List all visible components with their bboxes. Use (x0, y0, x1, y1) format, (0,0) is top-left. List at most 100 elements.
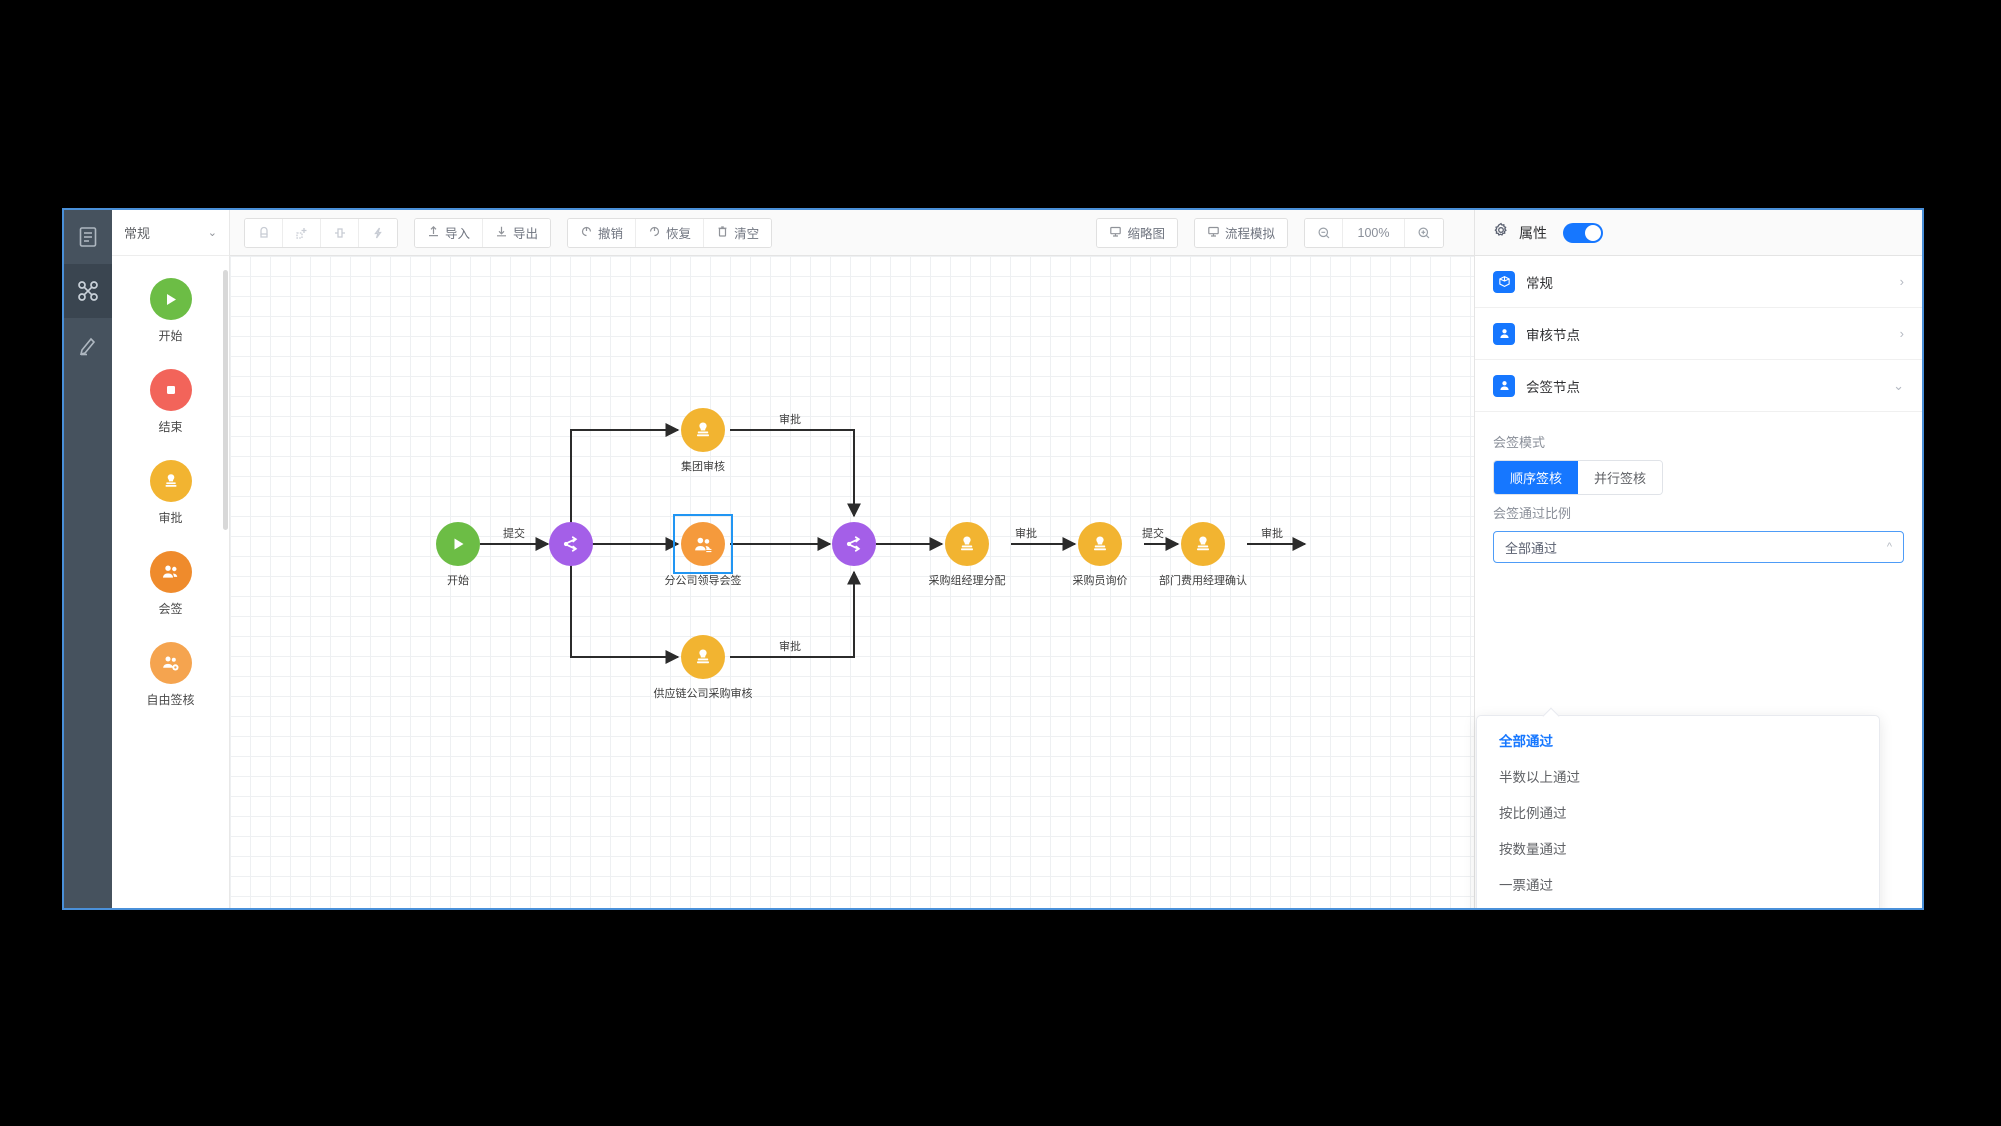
thumbnail-icon (1109, 225, 1122, 241)
countersign-ratio-value: 全部通过 (1505, 540, 1558, 556)
properties-toggle[interactable] (1563, 222, 1603, 243)
palette-item-label: 自由签核 (146, 693, 195, 707)
trash-icon (716, 225, 729, 241)
palette-item-label: 结束 (158, 420, 183, 434)
flow-node-caption: 供应链公司采购审核 (653, 688, 753, 700)
toolbar-group-simulate: 流程模拟 (1193, 217, 1288, 248)
box-icon (1493, 270, 1515, 293)
flow-node-buyer-quote[interactable] (1078, 522, 1122, 566)
chevron-up-icon: ^ (1886, 541, 1892, 553)
undo-label: 撤销 (598, 227, 624, 241)
dropdown-option-single-veto: 一票否决 (1477, 902, 1879, 908)
add-node-icon[interactable] (283, 218, 321, 247)
simulate-icon (1207, 225, 1220, 241)
flow-node-gateway-1[interactable] (549, 522, 593, 566)
flow-node-group-review[interactable] (681, 408, 725, 452)
flow-node-supply-review[interactable] (681, 635, 725, 679)
toolbar-group-io: 导入 导出 (414, 217, 552, 248)
clear-label: 清空 (734, 227, 760, 241)
person-icon (1493, 322, 1515, 345)
dropdown-option-majority-pass[interactable]: 半数以上通过 (1499, 770, 1580, 785)
node-palette: 常规 ⌄ 开始 结束 (112, 210, 230, 908)
edge-label: 审批 (779, 641, 801, 653)
section-countersign-node[interactable]: 会签节点 ⌄ (1475, 360, 1922, 412)
flow-node-caption: 集团审核 (681, 461, 725, 473)
section-label: 审核节点 (1526, 327, 1580, 343)
simulate-label: 流程模拟 (1224, 227, 1275, 241)
flow-node-dept-cost-confirm[interactable] (1181, 522, 1225, 566)
group-icon (149, 551, 192, 593)
import-label: 导入 (445, 227, 471, 241)
flow-node-caption: 分公司领导会签 (664, 575, 742, 587)
mode-option-sequential[interactable]: 顺序签核 (1494, 461, 1579, 494)
clear-button[interactable]: 清空 (704, 218, 772, 247)
toolbar-right-section: 缩略图 流程模拟 (1096, 217, 1460, 248)
left-icon-rail (64, 210, 112, 908)
form-icon[interactable] (64, 210, 112, 264)
palette-group-label: 常规 (124, 226, 151, 241)
thumbnail-button[interactable]: 缩略图 (1097, 218, 1177, 247)
palette-item-list: 开始 结束 审批 (112, 256, 229, 908)
countersign-ratio-dropdown: 全部通过 半数以上通过 按比例通过 按数量通过 一票通过 一票否决 (1476, 715, 1880, 908)
stamp-icon (149, 460, 192, 502)
import-button[interactable]: 导入 (415, 218, 484, 247)
flow-nodes-icon[interactable] (64, 264, 112, 318)
redo-label: 恢复 (666, 227, 692, 241)
undo-icon (580, 225, 593, 241)
gear-icon (1493, 222, 1509, 243)
toolbar-group-tools (244, 217, 398, 248)
dropdown-option-count-pass[interactable]: 按数量通过 (1499, 842, 1567, 857)
section-general[interactable]: 常规 › (1475, 256, 1922, 308)
palette-item-label: 开始 (158, 329, 183, 343)
palette-item-free-sign[interactable]: 自由签核 (112, 642, 229, 708)
group-gear-icon (149, 642, 192, 684)
simulate-button[interactable]: 流程模拟 (1194, 218, 1287, 247)
flow-node-branch-countersign[interactable] (681, 522, 725, 566)
palette-item-start[interactable]: 开始 (112, 278, 229, 344)
dropdown-option-ratio-pass[interactable]: 按比例通过 (1499, 806, 1567, 821)
chevron-right-icon: › (1899, 274, 1904, 289)
zoom-out-icon[interactable] (1305, 218, 1343, 247)
zoom-in-icon[interactable] (1405, 218, 1443, 247)
countersign-ratio-select[interactable]: 全部通过 ^ (1493, 531, 1904, 563)
flow-node-start[interactable] (436, 522, 480, 566)
export-button[interactable]: 导出 (483, 218, 551, 247)
redo-icon (648, 225, 661, 241)
pointer-icon[interactable] (245, 218, 283, 247)
palette-item-label: 会签 (158, 602, 183, 616)
export-label: 导出 (513, 227, 539, 241)
export-icon (495, 225, 508, 241)
stop-icon (149, 369, 192, 411)
countersign-mode-segmented: 顺序签核 并行签核 (1493, 460, 1664, 495)
toolbar-group-thumbnail: 缩略图 (1096, 217, 1178, 248)
chevron-down-icon: ⌄ (207, 227, 217, 239)
flow-node-caption: 开始 (447, 575, 469, 587)
redo-button[interactable]: 恢复 (636, 218, 705, 247)
lightning-icon[interactable] (359, 218, 397, 247)
dropdown-option-single-pass[interactable]: 一票通过 (1499, 878, 1553, 893)
flow-node-caption: 部门费用经理确认 (1159, 575, 1247, 587)
section-review-node[interactable]: 审核节点 › (1475, 308, 1922, 360)
align-icon[interactable] (321, 218, 359, 247)
flow-canvas[interactable]: 开始 集团审核 (230, 256, 1474, 908)
undo-button[interactable]: 撤销 (568, 218, 637, 247)
edge-label: 提交 (503, 528, 525, 540)
chevron-right-icon: › (1899, 326, 1904, 341)
flow-node-purchase-manager[interactable] (945, 522, 989, 566)
mode-option-parallel[interactable]: 并行签核 (1578, 461, 1663, 494)
palette-item-end[interactable]: 结束 (112, 369, 229, 435)
countersign-mode-label: 会签模式 (1493, 435, 1546, 450)
play-icon (149, 278, 192, 320)
palette-scrollbar[interactable] (223, 270, 228, 530)
palette-item-approve[interactable]: 审批 (112, 460, 229, 526)
pen-icon[interactable] (64, 318, 112, 372)
edge-label: 提交 (1142, 528, 1164, 540)
palette-item-countersign[interactable]: 会签 (112, 551, 229, 617)
palette-group-header[interactable]: 常规 ⌄ (112, 210, 229, 256)
edge-label: 审批 (1015, 528, 1037, 540)
properties-panel: 属性 常规 › 审核节点 › (1474, 210, 1922, 908)
dropdown-option-all-pass[interactable]: 全部通过 (1499, 734, 1553, 749)
countersign-settings: 会签模式 顺序签核 并行签核 会签通过比例 全部通过 ^ (1475, 412, 1922, 563)
flow-node-gateway-2[interactable] (832, 522, 876, 566)
canvas-toolbar: 导入 导出 (230, 210, 1474, 256)
